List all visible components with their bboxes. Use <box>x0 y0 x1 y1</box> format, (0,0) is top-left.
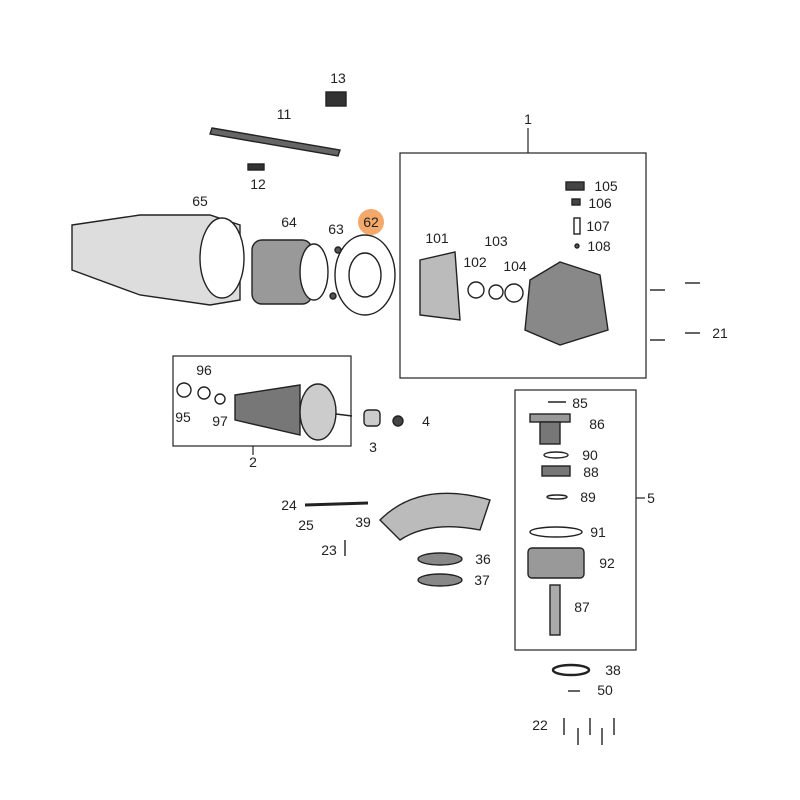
callout-88[interactable]: 88 <box>583 464 599 480</box>
callout-64[interactable]: 64 <box>281 214 297 230</box>
callout-5[interactable]: 5 <box>647 490 655 506</box>
callout-38[interactable]: 38 <box>605 662 621 678</box>
callout-96[interactable]: 96 <box>196 362 212 378</box>
group-box-1 <box>399 152 647 379</box>
callout-95[interactable]: 95 <box>175 409 191 425</box>
callout-106[interactable]: 106 <box>588 195 612 211</box>
callout-91[interactable]: 91 <box>590 524 606 540</box>
callout-90[interactable]: 90 <box>582 447 598 463</box>
callout-11[interactable]: 11 <box>276 106 292 122</box>
callout-1[interactable]: 1 <box>524 111 532 127</box>
callout-104[interactable]: 104 <box>503 258 527 274</box>
callout-23[interactable]: 23 <box>321 542 337 558</box>
callout-3[interactable]: 3 <box>369 439 377 455</box>
callout-107[interactable]: 107 <box>586 218 610 234</box>
callout-108[interactable]: 108 <box>587 238 611 254</box>
callout-62-highlighted[interactable]: 62 <box>358 209 384 235</box>
callout-102[interactable]: 102 <box>463 254 487 270</box>
callout-89[interactable]: 89 <box>580 489 596 505</box>
callout-37[interactable]: 37 <box>474 572 490 588</box>
callout-13[interactable]: 13 <box>330 70 346 86</box>
callout-12[interactable]: 12 <box>250 176 266 192</box>
group-box-2 <box>172 355 352 447</box>
callout-103[interactable]: 103 <box>484 233 508 249</box>
callout-50[interactable]: 50 <box>597 682 613 698</box>
callout-2[interactable]: 2 <box>249 454 257 470</box>
callout-25[interactable]: 25 <box>298 517 314 533</box>
callout-36[interactable]: 36 <box>475 551 491 567</box>
callout-4[interactable]: 4 <box>422 413 430 429</box>
group-box-5 <box>514 389 637 651</box>
callout-85[interactable]: 85 <box>572 395 588 411</box>
callout-87[interactable]: 87 <box>574 599 590 615</box>
callout-97[interactable]: 97 <box>212 413 228 429</box>
callout-86[interactable]: 86 <box>589 416 605 432</box>
callout-92[interactable]: 92 <box>599 555 615 571</box>
callout-22[interactable]: 22 <box>532 717 548 733</box>
callout-105[interactable]: 105 <box>594 178 618 194</box>
callout-21[interactable]: 21 <box>712 325 728 341</box>
callout-101[interactable]: 101 <box>425 230 449 246</box>
callout-63[interactable]: 63 <box>328 221 344 237</box>
callout-39[interactable]: 39 <box>355 514 371 530</box>
callout-65[interactable]: 65 <box>192 193 208 209</box>
callout-24[interactable]: 24 <box>281 497 297 513</box>
